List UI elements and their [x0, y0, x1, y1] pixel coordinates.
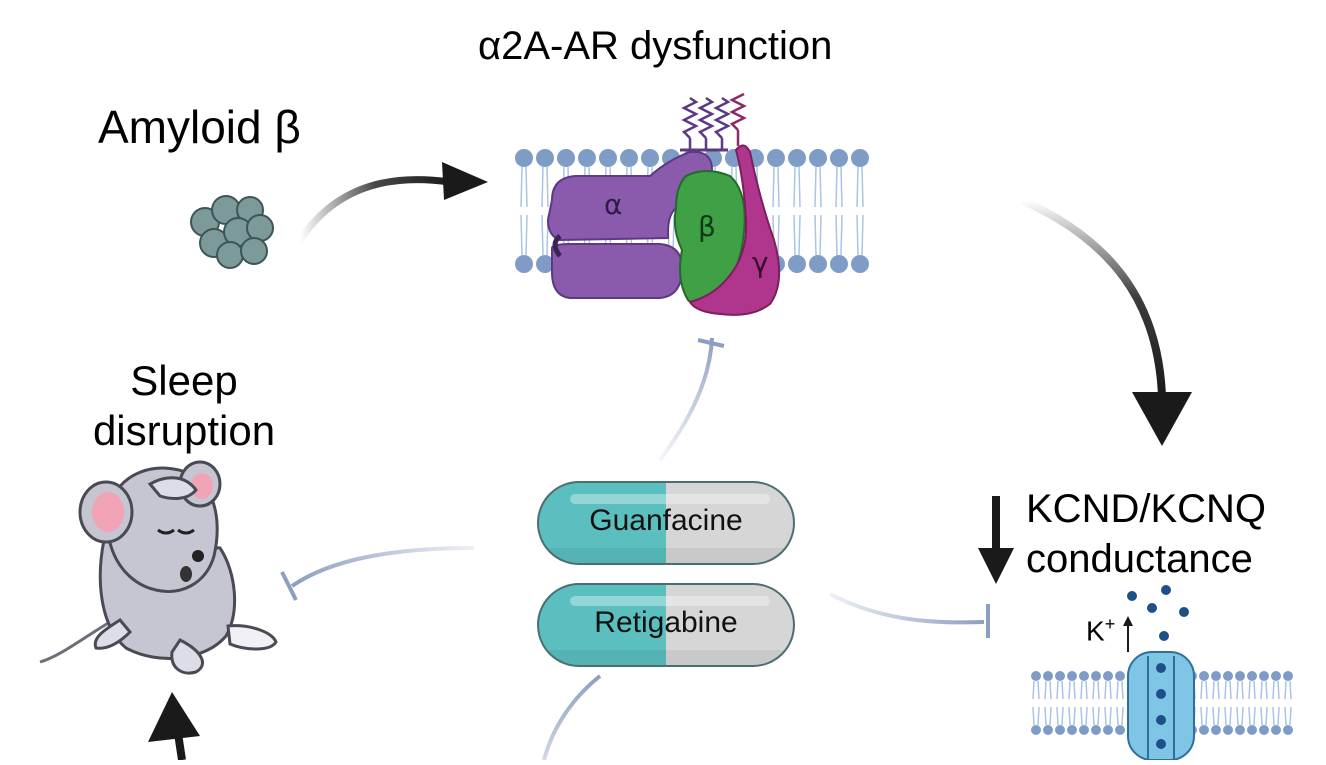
potassium-ion-label: K+	[1086, 614, 1115, 647]
inhibit-drug-to-sleep	[280, 546, 475, 601]
kcn-label-line2: conductance	[1026, 537, 1253, 581]
kcn-label-line1: KCND/KCNQ	[1026, 487, 1267, 531]
guanfacine-pill	[537, 481, 795, 565]
potassium-symbol: K	[1086, 615, 1105, 647]
potassium-channel	[1031, 585, 1293, 761]
receptor-membrane	[515, 92, 869, 316]
receptor-dysfunction-title: α2A-AR dysfunction	[478, 24, 833, 68]
drug-link-bottom	[542, 674, 602, 761]
sleep-label-line1: Sleep	[130, 357, 238, 404]
sleepy-mouse-icon	[39, 460, 278, 675]
sleep-label-line2: disruption	[92, 407, 276, 454]
kcn-conductance-label: KCND/KCNQ conductance	[1026, 484, 1266, 584]
guanfacine-label: Guanfacine	[589, 504, 743, 537]
gamma-subunit-label: γ	[752, 246, 769, 279]
alpha-subunit-label: α	[604, 188, 623, 221]
arrow-amyloid-to-receptor	[297, 162, 488, 242]
potassium-ions-icon	[1127, 585, 1189, 641]
sleep-disruption-label: Sleep disruption	[64, 356, 304, 456]
amyloid-cluster-icon	[190, 195, 274, 269]
retigabine-pill	[537, 583, 795, 667]
arrow-receptor-to-kcn	[1020, 196, 1192, 446]
gamma-subunit	[688, 144, 781, 316]
retigabine-label: Retigabine	[594, 606, 738, 639]
arrow-to-sleep	[148, 692, 200, 761]
inhibit-drug-to-channel	[829, 592, 990, 638]
amyloid-beta-label: Amyloid β	[98, 101, 301, 153]
decrease-arrow-icon	[978, 496, 1014, 584]
inhibit-drug-to-receptor	[658, 337, 725, 462]
beta-subunit-label: β	[698, 210, 716, 243]
potassium-charge: +	[1104, 614, 1116, 634]
